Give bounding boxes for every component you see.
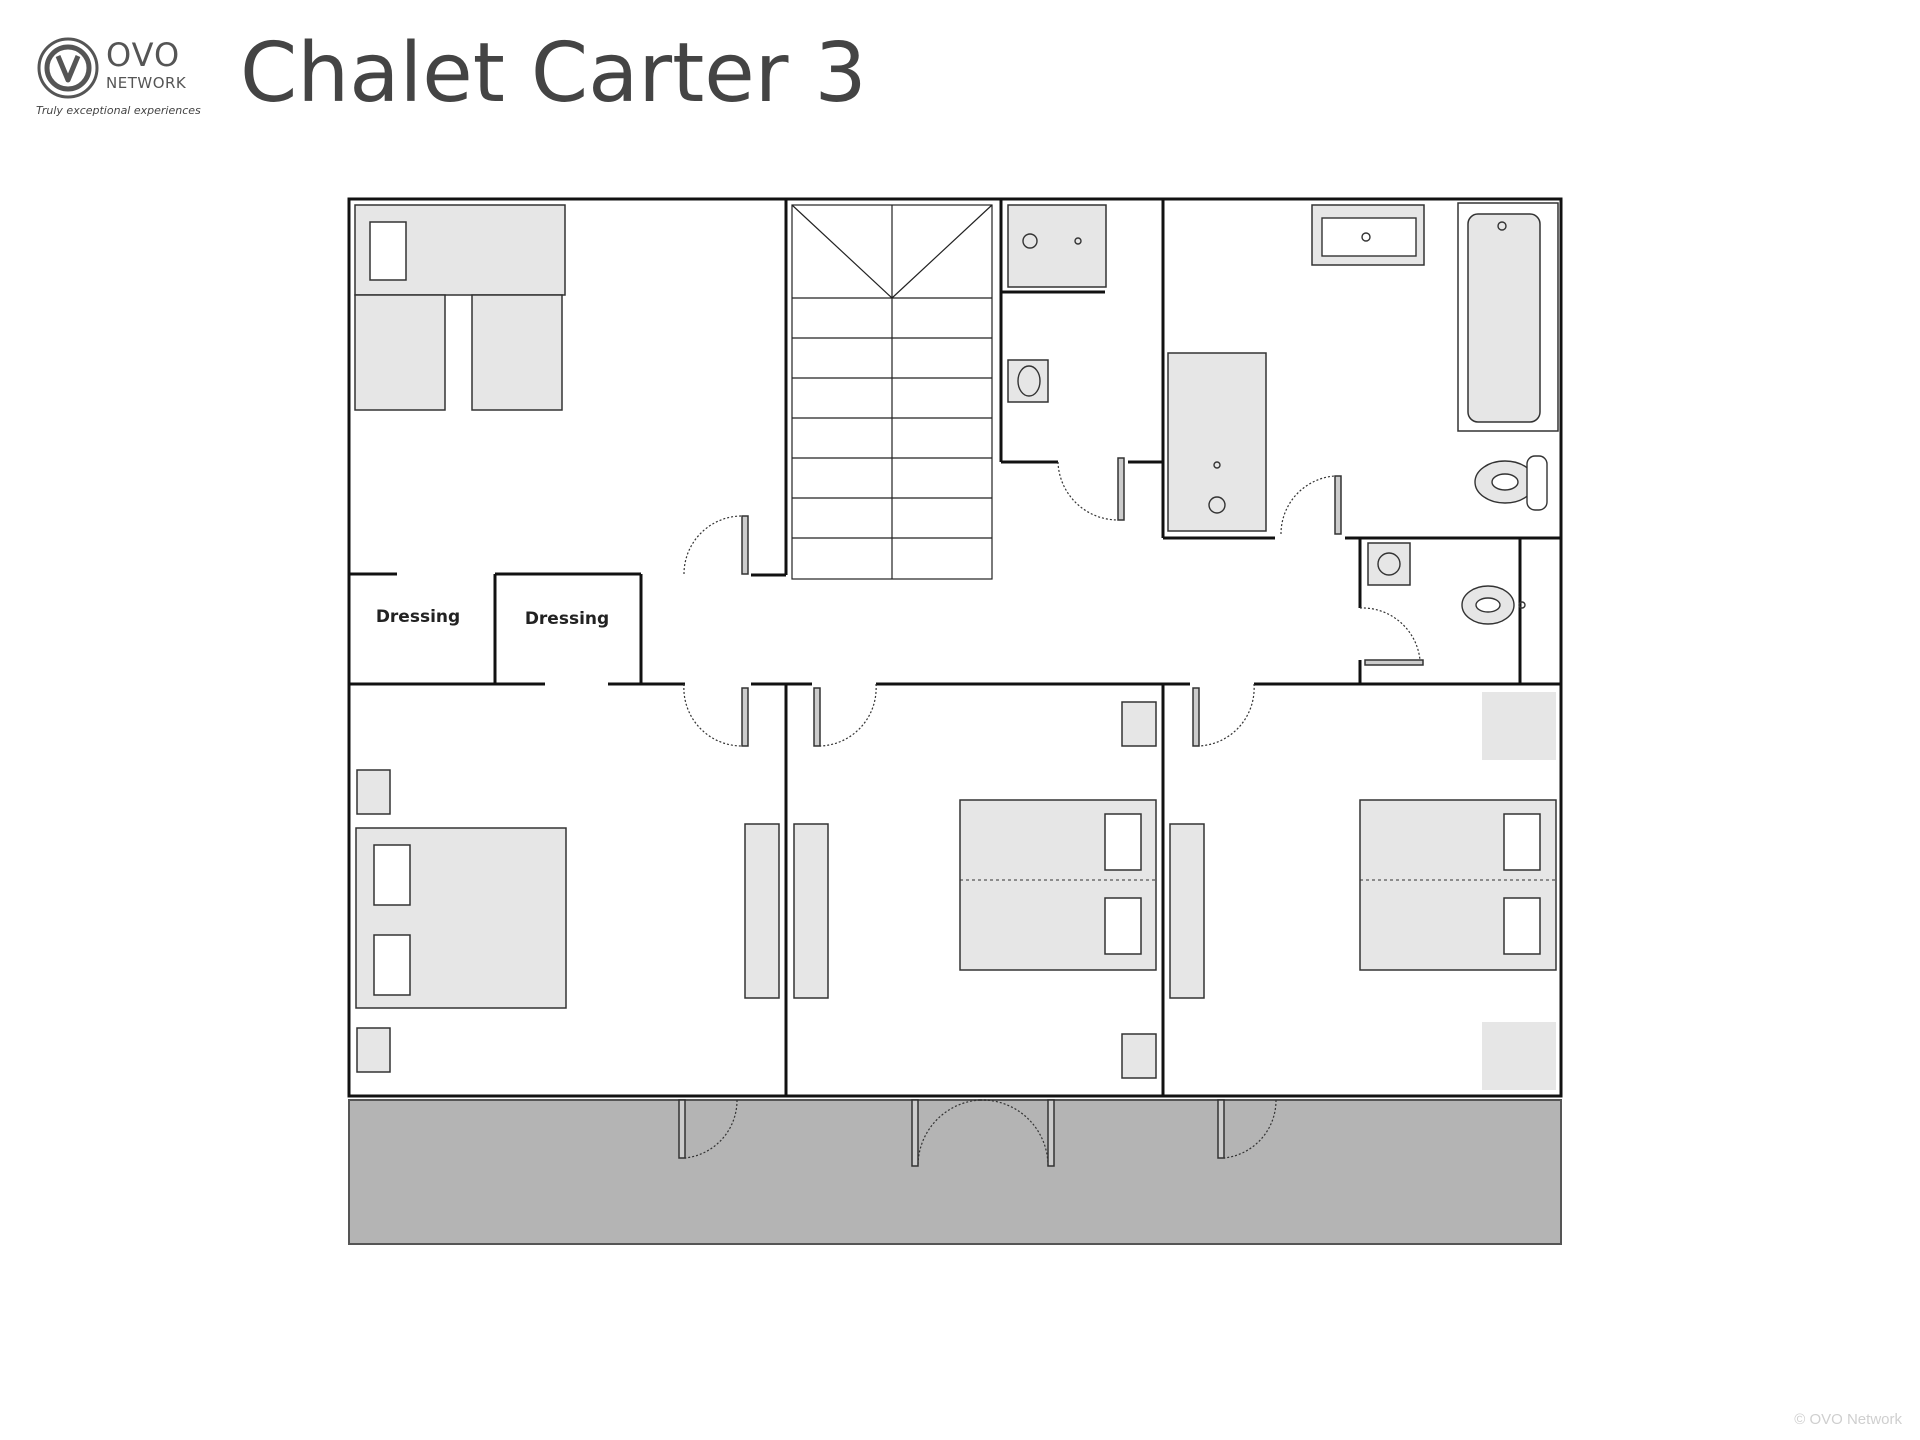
ovo-network-logo: OVO NETWORK Truly exceptional experience… [36,36,204,126]
wardrobe [793,823,829,999]
room-label-dressing-1: Dressing [376,607,460,627]
room-label-dressing-2: Dressing [525,609,609,629]
wardrobe [1169,823,1205,999]
brand-tagline: Truly exceptional experiences [36,104,201,117]
single-bed [354,294,446,411]
page-title: Chalet Carter 3 [240,26,867,121]
bedside-table [1121,701,1157,747]
bedside-table [356,1027,391,1073]
staircase [791,204,993,580]
bedside-table [356,769,391,815]
copyright-notice: © OVO Network [1794,1411,1902,1428]
sink-unit [1007,204,1107,288]
washbasin [1367,542,1411,586]
wardrobe [744,823,780,999]
cabinet [1482,1022,1556,1090]
shower [1167,352,1267,532]
washbasin [1007,359,1049,403]
brand-name: OVO [106,36,181,74]
ovo-logo-icon [37,37,99,99]
outer-wall [347,197,1563,1098]
balcony [348,1099,1562,1245]
bedside-table [1121,1033,1157,1079]
brand-subtitle: NETWORK [106,74,187,92]
cabinet [1482,692,1556,760]
single-bed [471,294,563,411]
